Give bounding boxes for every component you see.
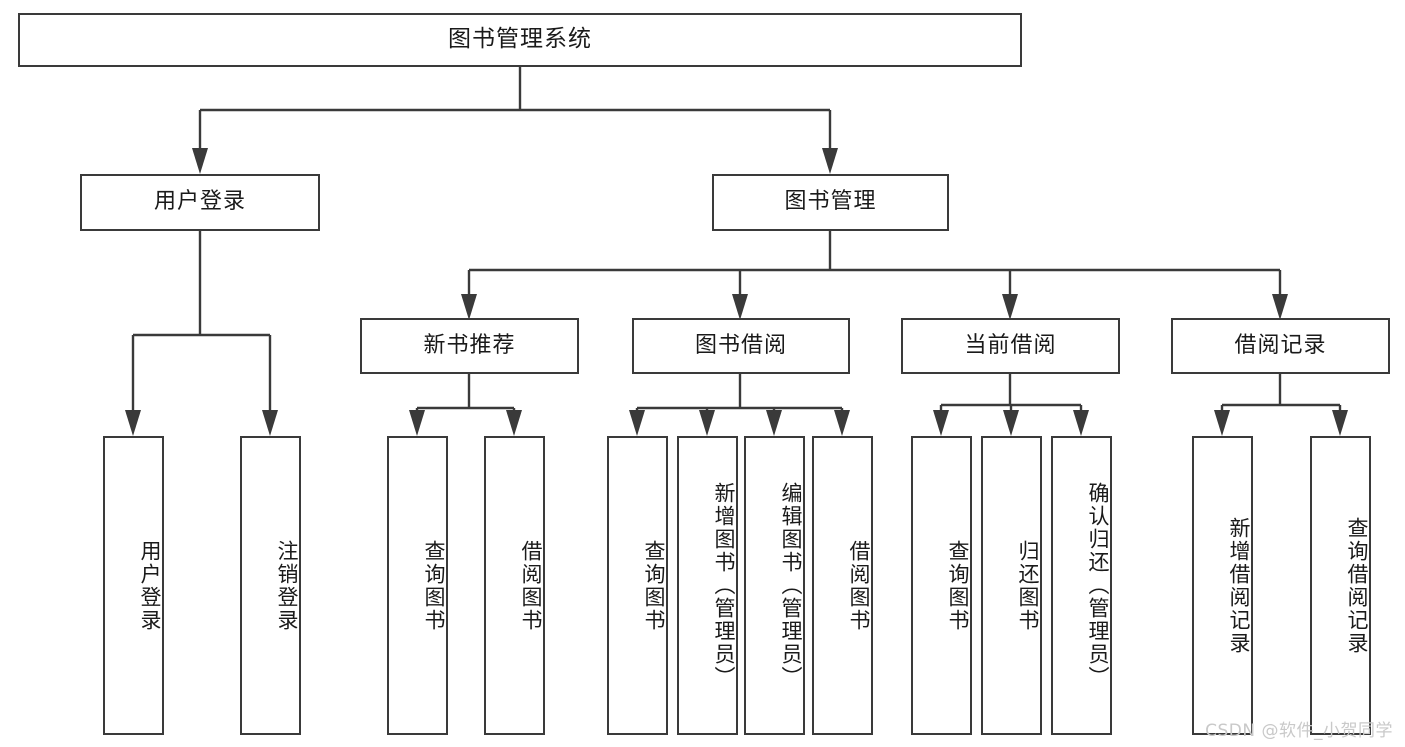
arrow-record-leaf1: [1214, 410, 1230, 436]
leaf-label: 查询图书: [642, 539, 666, 632]
leaf-label: 查询图书: [946, 539, 970, 632]
leaf-record-add-borrow-record[interactable]: 新增借阅记录: [1192, 436, 1253, 735]
arrow-book-mgmt-c2: [732, 294, 748, 320]
leaf-label: 归还图书: [1016, 539, 1040, 632]
arrow-current-leaf3: [1073, 410, 1089, 436]
leaf-current-query-books[interactable]: 查询图书: [911, 436, 972, 735]
node-current-borrowing[interactable]: 当前借阅: [901, 318, 1120, 374]
leaf-borrow-query-books[interactable]: 查询图书: [607, 436, 668, 735]
node-book-borrowing[interactable]: 图书借阅: [632, 318, 850, 374]
arrow-borrow-leaf3: [766, 410, 782, 436]
arrow-newbook-leaf2: [506, 410, 522, 436]
arrow-book-mgmt-c1: [461, 294, 477, 320]
leaf-label: 借阅图书: [519, 539, 543, 632]
leaf-label: 借阅图书: [847, 539, 871, 632]
leaf-label: 编辑图书（管理员）: [779, 482, 803, 689]
leaf-borrow-add-book-admin[interactable]: 新增图书（管理员）: [677, 436, 738, 735]
leaf-user-login-login[interactable]: 用户登录: [103, 436, 164, 735]
leaf-newbook-borrow-books[interactable]: 借阅图书: [484, 436, 545, 735]
leaf-label: 查询图书: [422, 539, 446, 632]
arrow-current-leaf1: [933, 410, 949, 436]
leaf-user-login-logout[interactable]: 注销登录: [240, 436, 301, 735]
leaf-label: 新增图书（管理员）: [712, 482, 736, 689]
node-root-book-management-system[interactable]: 图书管理系统: [18, 13, 1022, 67]
leaf-label: 确认归还（管理员）: [1086, 482, 1110, 689]
leaf-record-query-borrow-record[interactable]: 查询借阅记录: [1310, 436, 1371, 735]
leaf-current-confirm-return-admin[interactable]: 确认归还（管理员）: [1051, 436, 1112, 735]
node-book-management[interactable]: 图书管理: [712, 174, 949, 231]
leaf-label: 用户登录: [138, 539, 162, 632]
leaf-borrow-borrow-books[interactable]: 借阅图书: [812, 436, 873, 735]
arrow-root-to-book-mgmt: [822, 148, 838, 174]
arrow-borrow-leaf1: [629, 410, 645, 436]
arrow-book-mgmt-c4: [1272, 294, 1288, 320]
arrow-user-login-leaf1: [125, 410, 141, 436]
arrow-borrow-leaf2: [699, 410, 715, 436]
arrow-user-login-leaf2: [262, 410, 278, 436]
leaf-current-return-books[interactable]: 归还图书: [981, 436, 1042, 735]
arrow-newbook-leaf1: [409, 410, 425, 436]
leaf-newbook-query-books[interactable]: 查询图书: [387, 436, 448, 735]
leaf-label: 新增借阅记录: [1227, 516, 1251, 655]
arrow-root-to-user-login: [192, 148, 208, 174]
arrow-book-mgmt-c3: [1002, 294, 1018, 320]
arrow-current-leaf2: [1003, 410, 1019, 436]
arrow-borrow-leaf4: [834, 410, 850, 436]
node-new-book-recommendation[interactable]: 新书推荐: [360, 318, 579, 374]
leaf-label: 查询借阅记录: [1345, 516, 1369, 655]
leaf-borrow-edit-book-admin[interactable]: 编辑图书（管理员）: [744, 436, 805, 735]
arrow-record-leaf2: [1332, 410, 1348, 436]
node-user-login[interactable]: 用户登录: [80, 174, 320, 231]
node-borrowing-record[interactable]: 借阅记录: [1171, 318, 1390, 374]
leaf-label: 注销登录: [275, 539, 299, 632]
